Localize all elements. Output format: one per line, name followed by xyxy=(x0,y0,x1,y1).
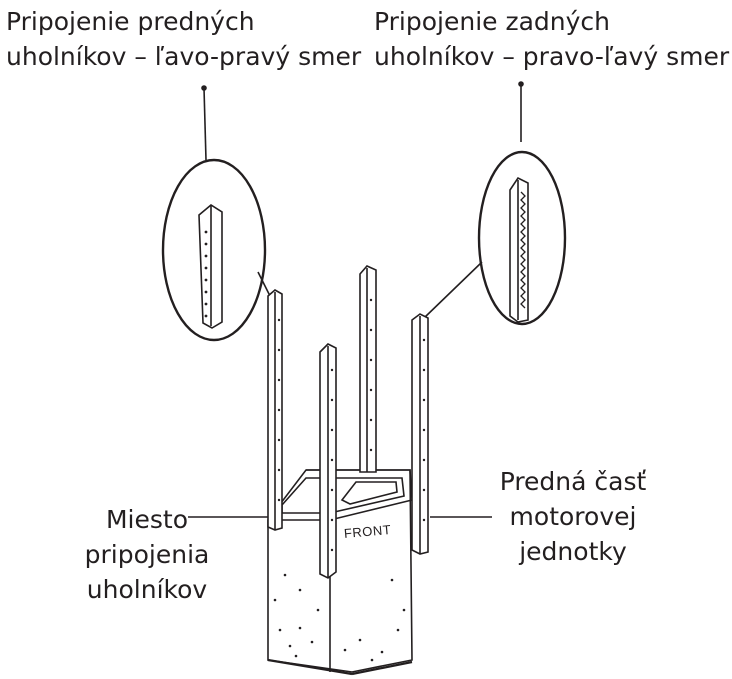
front-label-leader xyxy=(203,87,207,161)
attach-point-label: Miesto pripojenia uholníkov xyxy=(72,502,222,607)
front-label-leader-dot xyxy=(201,85,207,91)
rail-rear-center xyxy=(359,265,377,473)
rear-brackets-label: Pripojenie zadných uholníkov – pravo-ľav… xyxy=(374,4,729,74)
rear-brackets-label-line2: uholníkov – pravo-ľavý smer xyxy=(374,42,730,71)
attach-point-label-line2: pripojenia xyxy=(84,540,210,569)
motor-front-label-line2: motorovej xyxy=(509,502,637,531)
rear-label-leader-dot xyxy=(518,81,524,87)
rear-bracket-magnifier xyxy=(423,150,567,326)
rail-front-center xyxy=(319,343,337,579)
front-brackets-label-line2: uholníkov – ľavo-pravý smer xyxy=(6,42,362,71)
motor-front-label-line3: jednotky xyxy=(519,537,627,566)
front-brackets-label-line1: Pripojenie predných xyxy=(6,7,255,36)
rail-holes xyxy=(277,298,426,552)
attach-point-label-line1: Miesto xyxy=(105,505,189,534)
rail-rear-right xyxy=(411,313,429,555)
motor-front-label-line1: Predná časť xyxy=(499,467,647,496)
attach-point-label-line3: uholníkov xyxy=(86,575,208,604)
rear-brackets-label-line1: Pripojenie zadných xyxy=(374,7,611,36)
front-bracket-magnifier xyxy=(161,158,273,342)
front-brackets-label: Pripojenie predných uholníkov – ľavo-pra… xyxy=(6,4,361,74)
motor-front-label: Predná časť motorovej jednotky xyxy=(478,464,668,569)
motor-unit-box xyxy=(267,469,413,676)
